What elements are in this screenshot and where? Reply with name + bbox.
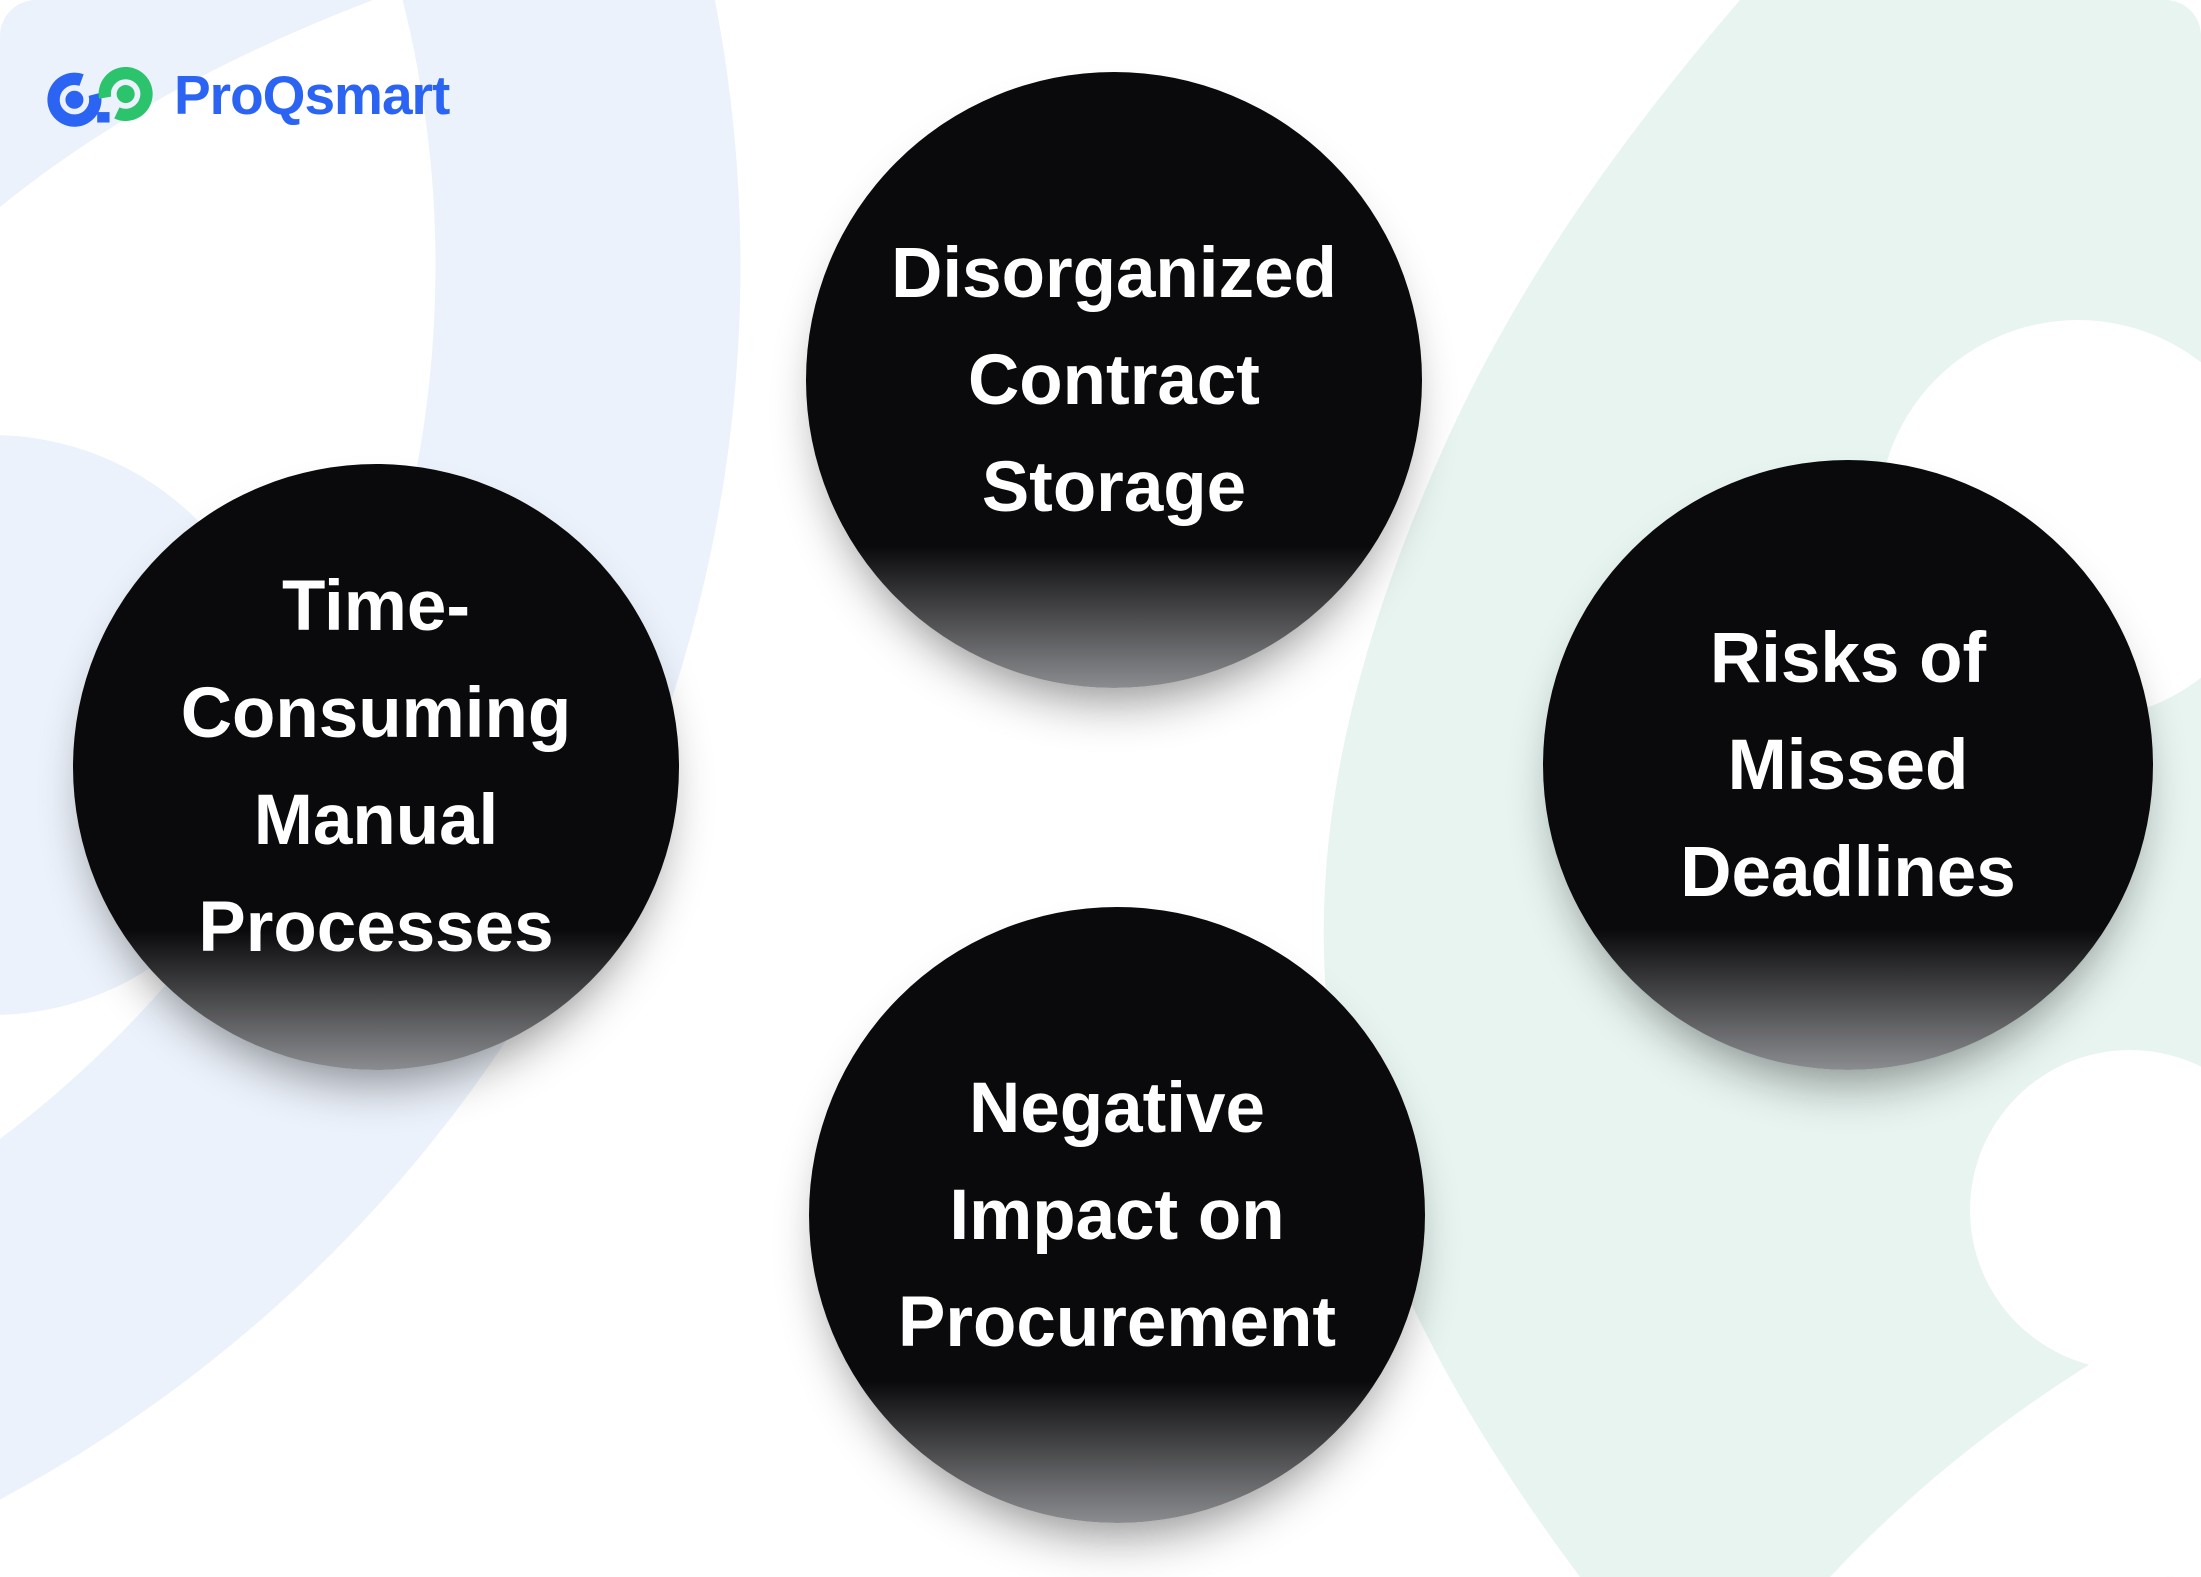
bubble-line: Time- xyxy=(281,567,471,646)
bubble-negative-impact-on-procurement: Negative Impact on Procurement xyxy=(809,907,1425,1523)
green-ring-dot xyxy=(116,85,135,104)
bubble-time-consuming-manual-processes: Time- Consuming Manual Processes xyxy=(73,464,679,1070)
bubble-line: Missed xyxy=(1727,725,1969,805)
bubble-line: Consuming xyxy=(180,674,572,753)
bubble-label: Time- Consuming Manual Processes xyxy=(181,553,571,981)
decor-teal-gap-wedge xyxy=(1830,1300,2201,1577)
blue-ring-dot xyxy=(65,90,84,109)
proqsmart-rings-icon xyxy=(47,66,153,127)
green-ring-arc xyxy=(98,66,153,121)
bubble-label: Disorganized Contract Storage xyxy=(891,220,1337,541)
decor-teal-hole-lower xyxy=(1970,1050,2201,1370)
bubble-line: Negative xyxy=(969,1068,1265,1148)
bubble-disorganized-contract-storage: Disorganized Contract Storage xyxy=(806,72,1422,688)
blue-ring-arc xyxy=(47,72,102,127)
bubble-line: Contract xyxy=(968,340,1260,420)
bubble-line: Procurement xyxy=(898,1282,1336,1362)
bubble-line: Manual xyxy=(253,781,499,860)
bubble-label: Negative Impact on Procurement xyxy=(898,1055,1336,1376)
bubble-line: Risks of xyxy=(1709,618,1987,698)
decor-blue-corner-wedge xyxy=(0,0,373,207)
bubble-line: Storage xyxy=(981,447,1247,527)
bubble-risks-of-missed-deadlines: Risks of Missed Deadlines xyxy=(1543,460,2153,1070)
brand-logo: ProQsmart xyxy=(44,58,450,132)
bubble-line: Deadlines xyxy=(1680,832,2016,912)
brand-name: ProQsmart xyxy=(174,64,450,126)
bubble-line: Disorganized xyxy=(891,233,1337,313)
bubble-line: Processes xyxy=(198,888,554,967)
decor-blue-ring-arc xyxy=(0,0,741,1500)
ring-connector xyxy=(97,112,110,123)
bubble-line: Impact on xyxy=(949,1175,1285,1255)
bubble-label: Risks of Missed Deadlines xyxy=(1680,605,2015,926)
